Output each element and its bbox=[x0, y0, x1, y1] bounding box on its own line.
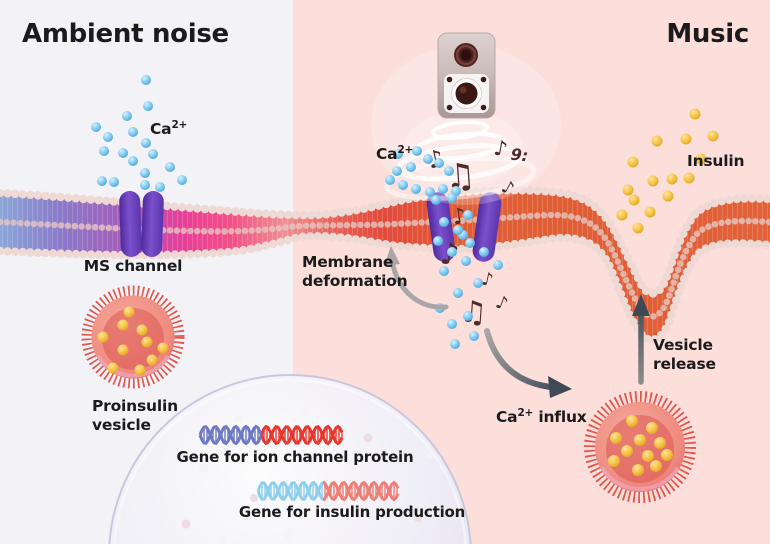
proinsulin-vesicle bbox=[81, 285, 185, 389]
proinsulin-vesicle-label-line1: Proinsulin bbox=[92, 397, 178, 415]
bass-clef-icon: 9: bbox=[510, 145, 529, 166]
dna-ion-channel-gene bbox=[198, 424, 344, 446]
music-note-icon: ♪ bbox=[480, 268, 496, 291]
cell-body: Gene for ion channel protein Gene for in… bbox=[108, 374, 472, 544]
gene-insulin-label: Gene for insulin production bbox=[239, 503, 465, 521]
ca-ions-influx bbox=[433, 210, 503, 349]
dna-strand bbox=[200, 426, 343, 444]
ms-channel-closed bbox=[119, 190, 164, 258]
arrow-membrane-deformation bbox=[384, 246, 449, 310]
dna-insulin-gene bbox=[256, 480, 400, 502]
title-ambient-noise: Ambient noise bbox=[22, 19, 229, 49]
ms-channel-label: MS channel bbox=[84, 257, 183, 275]
cell-specks bbox=[181, 393, 434, 544]
music-note-icon: ♫ bbox=[459, 294, 488, 331]
music-note-icon: ♪ bbox=[450, 204, 468, 231]
title-music: Music bbox=[666, 19, 749, 49]
insulin-label: Insulin bbox=[687, 152, 744, 170]
arrow-ca-influx bbox=[484, 328, 572, 398]
dna-strand bbox=[258, 482, 398, 500]
ca-ions-music-above bbox=[385, 146, 461, 205]
insulin-vesicle bbox=[584, 391, 696, 503]
vesicle-release-label-line1: Vesicle bbox=[653, 336, 713, 354]
ca-ions-left bbox=[91, 75, 187, 192]
membrane-top-bead-row bbox=[0, 186, 770, 298]
ms-channel-open bbox=[426, 192, 502, 262]
ca-influx-label: Ca2+ influx bbox=[496, 407, 587, 426]
vesicle-release-label-line2: release bbox=[653, 355, 716, 373]
proinsulin-vesicle-label-line2: vesicle bbox=[92, 416, 151, 434]
arrow-vesicle-release bbox=[632, 294, 650, 385]
ca-label-music: Ca2+ bbox=[376, 144, 413, 163]
dna-strand bbox=[256, 480, 400, 502]
membrane-deformation-label-line2: deformation bbox=[302, 272, 407, 290]
gene-ion-channel-label: Gene for ion channel protein bbox=[177, 448, 414, 466]
ca-label-left: Ca2+ bbox=[150, 119, 187, 138]
speaker-icon bbox=[437, 32, 496, 119]
insulin-molecules bbox=[616, 108, 719, 234]
membrane-deformation-label-line1: Membrane bbox=[302, 253, 393, 271]
membrane-bottom-bead-row bbox=[0, 231, 770, 345]
music-note-icon: ♪ bbox=[492, 135, 509, 161]
